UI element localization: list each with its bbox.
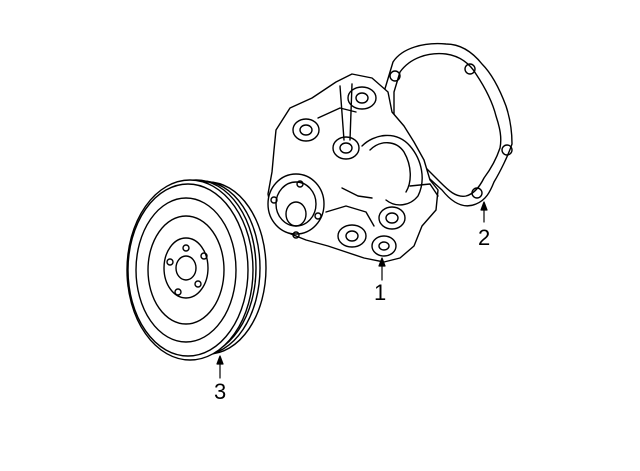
gasket-bolt-hole [501,144,513,156]
gasket-bolt-hole [389,70,401,82]
pulley-bolt-hole [166,258,174,266]
water-pump-body [267,73,439,263]
pulley-bolt-hole [194,280,202,288]
pulley [126,179,267,361]
leader-lines [216,201,488,379]
arrow-2 [480,201,488,211]
gasket-outline [383,42,513,207]
callout-label-1: 1 [374,280,387,305]
gasket-bolt-hole [471,187,483,199]
pulley-bolt-hole [182,244,190,252]
callout-label-2: 2 [478,225,491,250]
flange-bolt-hole [314,212,322,220]
arrow-3 [216,355,224,365]
flange-bolt-hole [296,180,304,188]
pulley-bolt-hole [174,288,182,296]
gasket-bolt-hole [464,63,476,75]
callout-label-3: 3 [214,379,227,404]
flange-bolt-hole [270,196,278,204]
arrow-1 [378,257,386,267]
pulley-bolt-hole [200,252,208,260]
flange-bolt-hole [292,231,300,239]
